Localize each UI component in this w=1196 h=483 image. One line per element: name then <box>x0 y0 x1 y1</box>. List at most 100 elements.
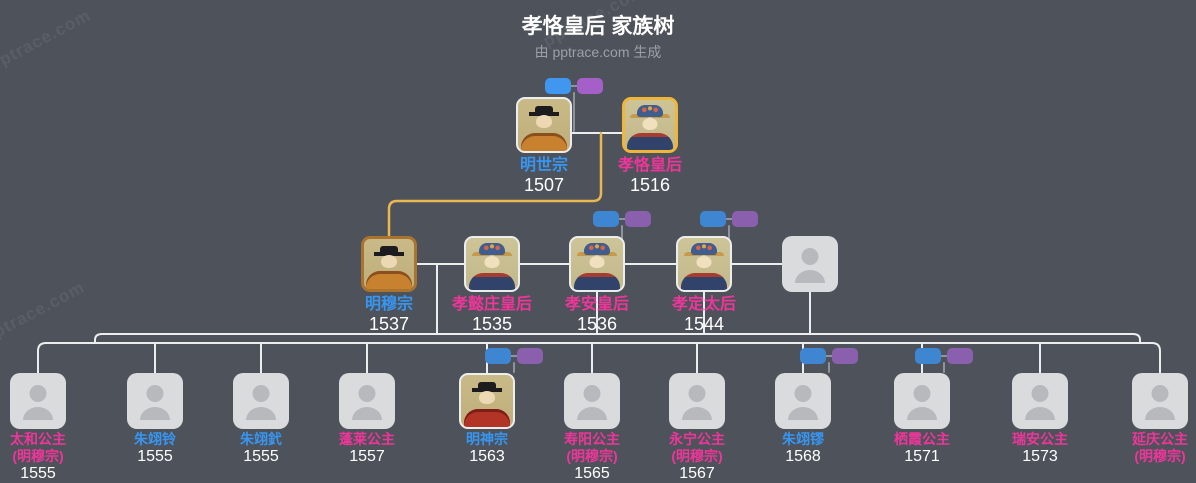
emperor-portrait <box>516 97 572 153</box>
empress-portrait-highlighted <box>622 97 678 153</box>
female-couple-icon[interactable] <box>947 348 973 364</box>
male-couple-icon[interactable] <box>593 211 619 227</box>
couple-icons-qixia[interactable] <box>915 348 973 364</box>
avatar-head-icon <box>913 385 931 402</box>
placeholder-avatar <box>233 373 289 429</box>
male-couple-icon[interactable] <box>915 348 941 364</box>
portrait-robe-art <box>574 273 620 290</box>
person-name: 明穆宗 <box>364 296 413 313</box>
node-unknown-spouse[interactable] <box>755 236 865 292</box>
node-xiaoan-empress[interactable]: 孝安皇后 1536 <box>542 236 652 334</box>
person-name: 孝恪皇后 <box>617 157 682 174</box>
avatar-shoulders-icon <box>788 407 818 420</box>
male-couple-icon[interactable] <box>545 78 571 94</box>
placeholder-avatar <box>564 373 620 429</box>
person-birth-year: 1567 <box>679 465 715 482</box>
page-title: 孝恪皇后 家族树 <box>521 15 675 38</box>
node-yanqing-princess[interactable]: 延庆公主 (明穆宗) <box>1105 373 1196 465</box>
lineage-highlight-path <box>387 131 603 238</box>
person-name: 孝安皇后 <box>564 296 629 313</box>
node-yongning-princess[interactable]: 永宁公主 (明穆宗) 1567 <box>642 373 752 483</box>
female-couple-icon[interactable] <box>625 211 651 227</box>
node-taihe-princess[interactable]: 太和公主 (明穆宗) 1555 <box>0 373 93 483</box>
person-name: 明神宗 <box>466 431 508 447</box>
avatar-shoulders-icon <box>140 407 170 420</box>
person-birth-year: 1573 <box>1022 448 1058 465</box>
placeholder-avatar <box>894 373 950 429</box>
phoenix-crown-art <box>691 243 717 255</box>
couple-icons-xiaoan[interactable] <box>593 211 651 227</box>
avatar-head-icon <box>1151 385 1169 402</box>
node-ruian-princess[interactable]: 瑞安公主 1573 <box>985 373 1095 466</box>
header: 孝恪皇后 家族树 由 pptrace.com 生成 <box>0 14 1196 62</box>
placeholder-avatar <box>782 236 838 292</box>
avatar-head-icon <box>1031 385 1049 402</box>
male-couple-icon[interactable] <box>485 348 511 364</box>
person-birth-year: 1555 <box>20 465 56 482</box>
couple-icons-gen1[interactable] <box>545 78 603 94</box>
avatar-shoulders-icon <box>795 270 825 283</box>
portrait-face-art <box>484 256 500 268</box>
person-parent-note: (明穆宗) <box>671 448 723 464</box>
portrait-robe-art <box>464 409 510 427</box>
node-ming-shenzong[interactable]: 明神宗 1563 <box>432 373 542 466</box>
empress-portrait <box>464 236 520 292</box>
avatar-shoulders-icon <box>907 407 937 420</box>
portrait-robe-art <box>521 133 567 151</box>
portrait-robe-art <box>627 133 673 150</box>
emperor-hat-art <box>380 246 398 256</box>
node-zhu-yiyi[interactable]: 朱翊釴 1555 <box>206 373 316 466</box>
avatar-head-icon <box>252 385 270 402</box>
node-xiaoyizhuang-empress[interactable]: 孝懿庄皇后 1535 <box>437 236 547 334</box>
avatar-shoulders-icon <box>682 407 712 420</box>
portrait-face-art <box>589 256 605 268</box>
female-couple-icon[interactable] <box>832 348 858 364</box>
couple-icons-xiaoding[interactable] <box>700 211 758 227</box>
node-ming-muzong[interactable]: 明穆宗 1537 <box>334 236 444 334</box>
person-name: 朱翊铃 <box>134 431 176 447</box>
node-xiaoding-empress-dowager[interactable]: 孝定太后 1544 <box>649 236 759 334</box>
couple-icons-shenzong[interactable] <box>485 348 543 364</box>
person-parent-note: (明穆宗) <box>12 448 64 464</box>
node-qixia-princess[interactable]: 栖霞公主 1571 <box>867 373 977 466</box>
person-birth-year: 1555 <box>243 448 279 465</box>
person-birth-year: 1563 <box>469 448 505 465</box>
female-couple-icon[interactable] <box>577 78 603 94</box>
emperor-hat-art <box>478 382 496 392</box>
portrait-robe-art <box>366 271 412 289</box>
avatar-shoulders-icon <box>352 407 382 420</box>
person-birth-year: 1568 <box>785 448 821 465</box>
phoenix-crown-art <box>584 243 610 255</box>
female-couple-icon[interactable] <box>517 348 543 364</box>
person-birth-year: 1555 <box>137 448 173 465</box>
couple-icons-zhuyiliu[interactable] <box>800 348 858 364</box>
placeholder-avatar <box>775 373 831 429</box>
couple-link-icon <box>619 218 625 220</box>
node-shouyang-princess[interactable]: 寿阳公主 (明穆宗) 1565 <box>537 373 647 483</box>
avatar-head-icon <box>29 385 47 402</box>
avatar-shoulders-icon <box>23 407 53 420</box>
node-zhu-yiliu[interactable]: 朱翊镠 1568 <box>748 373 858 466</box>
avatar-head-icon <box>794 385 812 402</box>
emperor-hat-art <box>535 106 553 116</box>
node-penglai-princess[interactable]: 蓬莱公主 1557 <box>312 373 422 466</box>
avatar-shoulders-icon <box>1145 407 1175 420</box>
person-birth-year: 1535 <box>471 314 513 334</box>
person-birth-year: 1571 <box>904 448 940 465</box>
person-name: 瑞安公主 <box>1012 431 1068 447</box>
avatar-head-icon <box>146 385 164 402</box>
person-birth-year: 1516 <box>629 175 671 195</box>
male-couple-icon[interactable] <box>800 348 826 364</box>
placeholder-avatar <box>1132 373 1188 429</box>
node-zhu-yiling[interactable]: 朱翊铃 1555 <box>100 373 210 466</box>
emperor-portrait <box>459 373 515 429</box>
avatar-head-icon <box>688 385 706 402</box>
female-couple-icon[interactable] <box>732 211 758 227</box>
person-parent-note: (明穆宗) <box>1134 448 1186 464</box>
node-ming-shizong[interactable]: 明世宗 1507 <box>489 97 599 195</box>
male-couple-icon[interactable] <box>700 211 726 227</box>
page-subtitle: 由 pptrace.com 生成 <box>534 44 662 60</box>
node-xiaoke-empress[interactable]: 孝恪皇后 1516 <box>595 97 705 195</box>
avatar-shoulders-icon <box>246 407 276 420</box>
avatar-head-icon <box>358 385 376 402</box>
